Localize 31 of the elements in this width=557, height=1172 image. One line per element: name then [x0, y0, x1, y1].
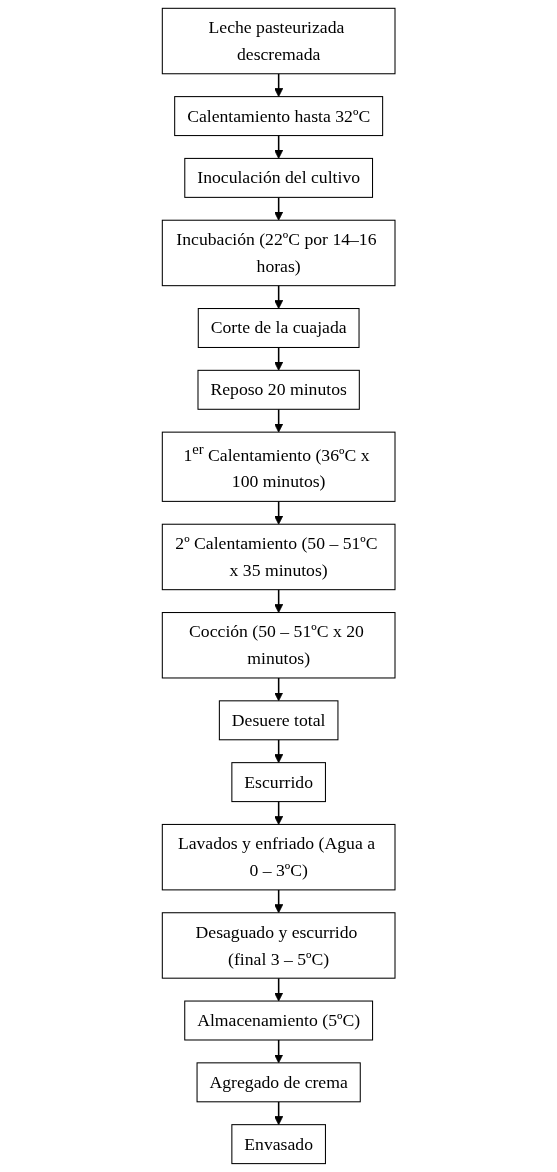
- arrow: [273, 134, 284, 159]
- node-box: Corte de la cuajada: [197, 308, 360, 348]
- arrow: [273, 889, 284, 914]
- node-box: Inoculación del cultivo: [184, 157, 373, 198]
- node-box: Escurrido: [231, 762, 326, 803]
- arrow: [273, 1101, 284, 1126]
- arrow: [273, 739, 284, 764]
- arrow: [273, 800, 284, 825]
- node-box: Desuere total: [218, 700, 339, 741]
- arrow: [273, 500, 284, 525]
- node-box: Calentamiento hasta 32ºC: [174, 96, 383, 137]
- arrow: [273, 346, 284, 371]
- arrow: [273, 196, 284, 221]
- node-box: Cocción (50 – 51ºC x 20 minutos): [161, 612, 396, 679]
- arrow: [273, 977, 284, 1002]
- arrow: [273, 72, 284, 97]
- arrow: [273, 408, 284, 433]
- arrow: [273, 1039, 284, 1064]
- arrow: [273, 284, 284, 309]
- arrow: [273, 588, 284, 613]
- node-box: Reposo 20 minutos: [197, 369, 360, 410]
- node-box: Incubación (22ºC por 14–16 horas): [161, 219, 396, 287]
- arrow: [273, 677, 284, 702]
- node-box: Desaguado y escurrido (final 3 – 5ºC): [161, 912, 396, 979]
- node-box: Lavados y enfriado (Agua a 0 – 3ºC): [161, 823, 396, 891]
- node-box: Agregado de crema: [196, 1062, 361, 1103]
- node-box: Envasado: [231, 1124, 326, 1165]
- node-box: 2º Calentamiento (50 – 51ºC x 35 minutos): [161, 523, 396, 591]
- node-box: Leche pasteurizada descremada: [161, 7, 396, 75]
- node-box: Almacenamiento (5ºC): [184, 1000, 373, 1041]
- node-box: 1$^{er}$ Calentamiento (36ºC x 100 minutos): [161, 431, 396, 502]
